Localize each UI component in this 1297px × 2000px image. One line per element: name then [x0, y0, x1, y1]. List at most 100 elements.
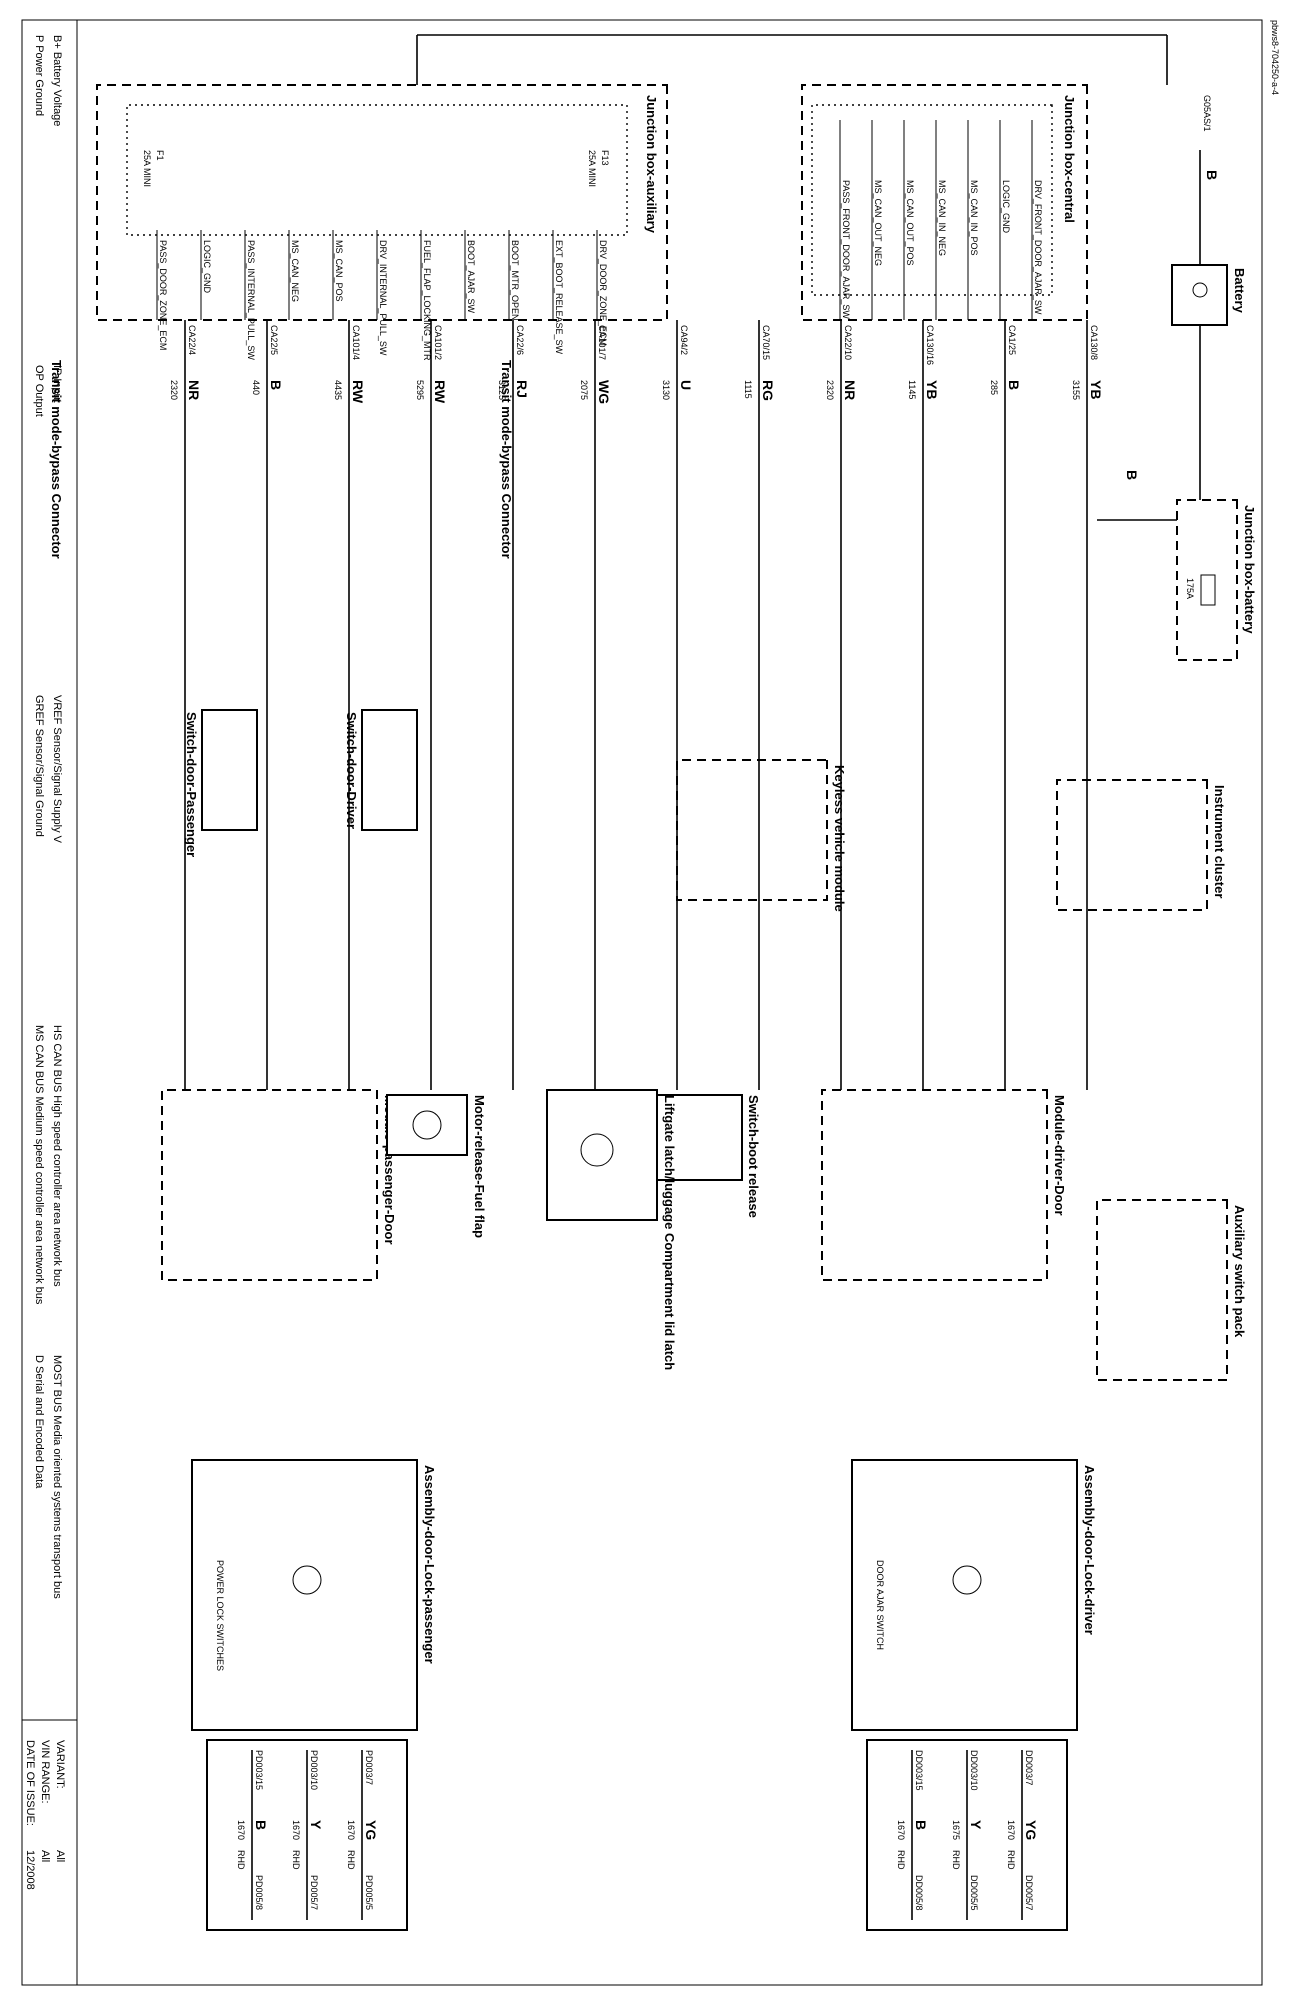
jba-pin-label: DRV_DOOR_ZONE_ECM — [598, 240, 608, 346]
lock-passenger-label: Assembly-door-Lock-passenger — [422, 1465, 437, 1664]
fuel-motor-icon — [412, 1110, 442, 1140]
switch-door-passenger — [201, 709, 258, 831]
inset-to: PD005/7 — [309, 1875, 319, 1910]
inset-color: YG — [363, 1820, 379, 1840]
jbc-pin-label: LOGIC_GND — [1001, 180, 1011, 234]
jbc-pin-label: PASS_FRONT_DOOR_AJAR_SW — [841, 180, 851, 319]
inset-gauge: 1675 — [951, 1820, 961, 1840]
inset-to: DD005/5 — [969, 1875, 979, 1911]
wire-color: B — [1006, 380, 1022, 390]
jba-pin-label: MS_CAN_POS — [334, 240, 344, 302]
module-passenger-door — [161, 1089, 378, 1281]
module-driver-label: Module-driver-Door — [1052, 1095, 1067, 1216]
motor-fuel-flap — [386, 1094, 468, 1156]
fuse-f13: F13 — [600, 150, 610, 166]
wire-connector: CA130/16 — [925, 325, 935, 365]
battery-box — [1171, 264, 1228, 326]
keyless-vehicle-module — [676, 759, 828, 901]
inset-from: DD003/15 — [914, 1750, 924, 1791]
battery-terminal-icon — [1192, 282, 1208, 298]
jba-pin-label: PASS_DOOR_ZONE_ECM — [158, 240, 168, 350]
wire-color: YB — [1088, 380, 1104, 399]
inset-side: RHD — [346, 1850, 356, 1870]
jb-aux-pin-list: DRV_DOOR_ZONE_ECMEXT_BOOT_RELEASE_SWBOOT… — [156, 230, 608, 361]
inset-side: RHD — [236, 1850, 246, 1870]
battery-label: Battery — [1232, 268, 1247, 314]
inset-side: RHD — [951, 1850, 961, 1870]
wire-gauge: 2320 — [169, 380, 179, 400]
legend-entry: MOST BUS Media oriented systems transpor… — [51, 1355, 63, 1599]
sheet-frame — [21, 19, 1263, 1986]
legend-entry: D Serial and Encoded Data — [33, 1355, 45, 1489]
wire-color: WG — [596, 380, 612, 404]
wire-connector: CA130/8 — [1089, 325, 1099, 360]
jbc-pin-label: MS_CAN_IN_POS — [969, 180, 979, 256]
jbc-pin-label: DRV_FRONT_DOOR_AJAR_SW — [1033, 180, 1043, 315]
jba-pin-label: DRV_INTERNAL_PULL_SW — [378, 240, 388, 356]
jbc-pin-label: MS_CAN_OUT_POS — [905, 180, 915, 266]
inset-gauge: 1670 — [1006, 1820, 1016, 1840]
keyless-module-label: Keyless vehicle module — [832, 765, 847, 912]
junction-central-label: Junction box-central — [1062, 95, 1077, 223]
junction-box-battery — [1176, 499, 1238, 661]
wire-gauge: 5295 — [415, 380, 425, 400]
jba-pin-label: BOOT_MTR_OPEN — [510, 240, 520, 321]
wire-run-group: CA130/8YB3155CA1/25B285CA130/16YB1145CA2… — [169, 320, 1104, 1090]
inset-from: DD003/7 — [1024, 1750, 1034, 1786]
sheet-ref: pbws8-704250-a-4 — [1270, 20, 1280, 95]
liftgate-latch — [546, 1089, 658, 1221]
inset-gauge: 1670 — [236, 1820, 246, 1840]
wire-gauge: 440 — [251, 380, 261, 395]
legend-entry: HS CAN BUS High speed controller area ne… — [51, 1025, 63, 1287]
variant-label: VARIANT: — [54, 1740, 66, 1789]
wire-gauge: 285 — [989, 380, 999, 395]
instrument-cluster — [1056, 779, 1208, 911]
inset-color: Y — [308, 1820, 324, 1830]
wire-gauge: 2320 — [825, 380, 835, 400]
aux-switch-pack — [1096, 1199, 1228, 1381]
wire-connector: CA101/7 — [597, 325, 607, 360]
wire-battery-color: B — [1204, 170, 1220, 180]
inset-color: B — [913, 1820, 929, 1830]
jbc-pin-label: MS_CAN_OUT_NEG — [873, 180, 883, 266]
vin-value: All — [39, 1850, 51, 1862]
wire-connector: CA101/4 — [351, 325, 361, 360]
wire-gauge: 2075 — [579, 380, 589, 400]
junction-box-auxiliary — [96, 84, 668, 321]
inset-to: DD005/8 — [914, 1875, 924, 1911]
inset-side: RHD — [1006, 1850, 1016, 1870]
inset-from: PD003/7 — [364, 1750, 374, 1785]
inset-to: DD005/7 — [1024, 1875, 1034, 1911]
switch-boot-label: Switch-boot release — [746, 1095, 761, 1218]
inset-from: DD003/10 — [969, 1750, 979, 1791]
inset-from: PD003/15 — [254, 1750, 264, 1790]
jb-aux-internal — [126, 104, 628, 236]
wire-connector: CA22/10 — [843, 325, 853, 360]
legend-entry: B+ Battery Voltage — [51, 35, 63, 126]
inset-gauge: 1670 — [896, 1820, 906, 1840]
jb-fuse-label: 175A — [1185, 578, 1195, 599]
boot-motor-icon — [580, 1133, 614, 1167]
inset-passenger-rows: PD003/7YG1670RHDPD005/5PD003/10Y1670RHDP… — [236, 1750, 379, 1920]
wire-color: RG — [760, 380, 776, 401]
jba-pin-label: FUEL_FLAP_LOCKING_MTR — [422, 240, 432, 361]
assembly-lock-driver — [851, 1459, 1078, 1731]
fuse-f1: F1 — [155, 150, 165, 161]
module-driver-door — [821, 1089, 1048, 1281]
power-lock-passenger: POWER LOCK SWITCHES — [215, 1560, 225, 1671]
inset-color: YG — [1023, 1820, 1039, 1840]
lock-driver-motor-icon — [952, 1565, 982, 1595]
legend-entry: OP Output — [33, 365, 45, 417]
wire-gauge: 3125 — [497, 380, 507, 400]
date-label: DATE OF ISSUE: — [24, 1740, 36, 1826]
wire-color: NR — [186, 380, 202, 400]
wire-connector: CA101/2 — [433, 325, 443, 360]
inset-to: PD005/5 — [364, 1875, 374, 1910]
inset-gauge: 1670 — [291, 1820, 301, 1840]
variant-value: All — [54, 1850, 66, 1862]
vin-label: VIN RANGE: — [39, 1740, 51, 1804]
